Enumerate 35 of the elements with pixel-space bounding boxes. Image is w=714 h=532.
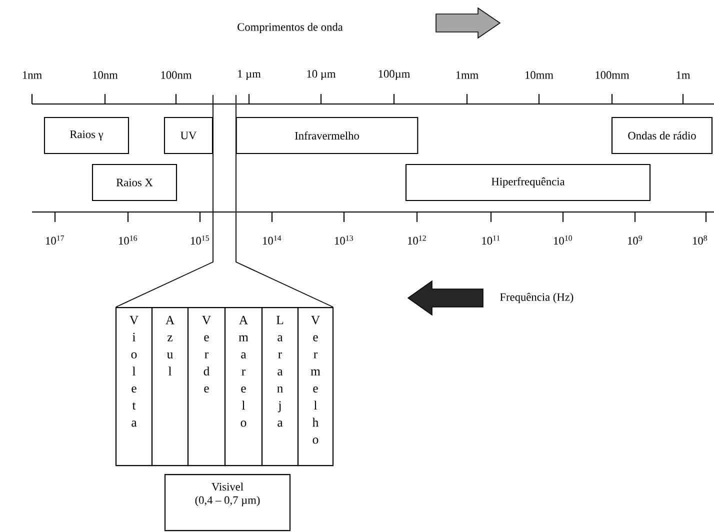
spectrum-band-box: UV bbox=[164, 116, 214, 154]
color-column: Vermelho bbox=[297, 307, 334, 466]
frequency-label: 10$^{17}$ bbox=[44, 234, 66, 246]
frequency-label: 10$^{9}$ bbox=[626, 234, 644, 246]
wavelength-label: 10mm bbox=[526, 71, 554, 79]
wavelength-label: 100mm bbox=[596, 71, 630, 79]
frequency-label: 10$^{15}$ bbox=[188, 234, 212, 246]
frequency-label: 10$^{16}$ bbox=[116, 234, 140, 246]
frequency-label: 10$^{12}$ bbox=[406, 234, 428, 246]
wavelength-label: 1nm bbox=[22, 71, 42, 79]
wavelength-label: 100nm bbox=[161, 71, 192, 79]
frequency-label: 10$^{14}$ bbox=[260, 234, 284, 246]
wavelength-label: 10 µm bbox=[307, 70, 336, 80]
spectrum-band-box: Raios γ bbox=[44, 116, 130, 154]
color-column: Violeta bbox=[115, 307, 153, 466]
wavelength-label: 1mm bbox=[456, 71, 478, 79]
wavelength-label: 1m bbox=[676, 71, 690, 79]
spectrum-band-box: Infravermelho bbox=[236, 116, 418, 154]
color-column: Amarelo bbox=[224, 307, 263, 466]
color-column: Azul bbox=[151, 307, 189, 466]
frequency-label: 10$^{8}$ bbox=[690, 234, 710, 246]
frequency-label: 10$^{10}$ bbox=[552, 234, 574, 246]
spectrum-band-box: Ondas de rádio bbox=[611, 116, 713, 154]
frequency-label: 10$^{13}$ bbox=[332, 234, 356, 246]
visible-range-box: Visivel (0,4 – 0,7 µm) bbox=[164, 474, 291, 532]
color-column: Verde bbox=[187, 307, 226, 466]
spectrum-band-box: Hiperfrequência bbox=[405, 164, 651, 202]
wavelength-label: 1 µm bbox=[238, 70, 261, 80]
axis-title: Comprimentos de onda bbox=[238, 22, 343, 34]
spectrum-band-box: Raios X bbox=[92, 164, 178, 202]
frequency-label: 10$^{11}$ bbox=[480, 234, 502, 246]
wavelength-label: 10nm bbox=[93, 71, 118, 79]
color-column: Laranja bbox=[261, 307, 299, 466]
axis-title: Frequência (Hz) bbox=[500, 292, 574, 304]
wavelength-label: 100µm bbox=[378, 70, 410, 80]
